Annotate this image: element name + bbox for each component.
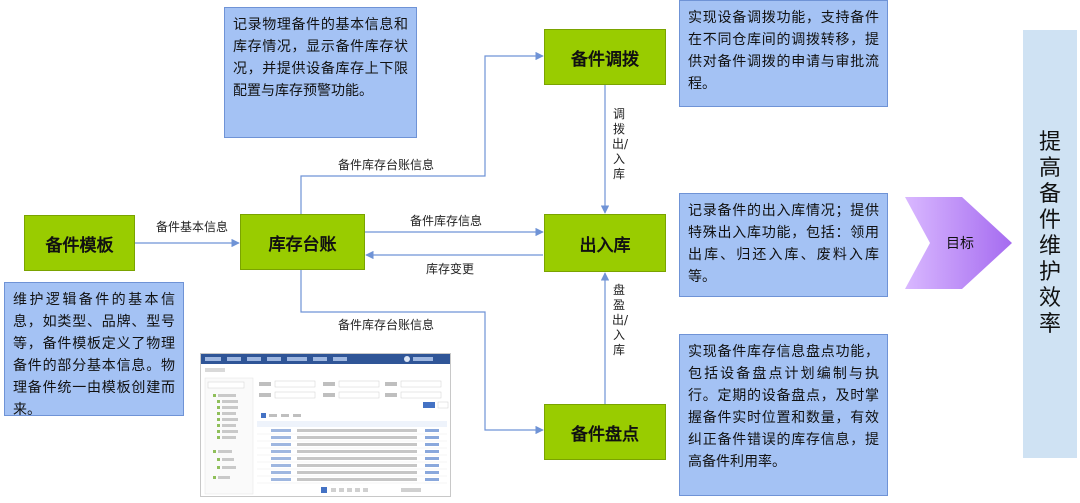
note-inout-description: 记录备件的出入库情况；提供特殊出入库功能，包括：领用出库、归还入库、废料入库等。: [679, 193, 888, 297]
note-template-description: 维护逻辑备件的基本信息，如类型、品牌、型号等，备件模板定义了物理备件的部分基本信…: [4, 282, 184, 418]
edge-label-ledger-to-inout: 备件库存信息: [410, 214, 483, 228]
node-inout: 出入库: [544, 214, 666, 272]
goal-arrow-shape: [905, 197, 1012, 289]
edge-label-template-to-ledger: 备件基本信息: [156, 220, 229, 234]
note-stocktake-description: 实现备件库存信息盘点功能，包括设备盘点计划编制与执行。定期的设备盘点，及时掌握备…: [679, 334, 888, 496]
node-template: 备件模板: [24, 215, 135, 271]
edge-label-stocktake-to-inout: 盘盈出/入库: [612, 283, 629, 357]
screenshot-thumbnail: [201, 354, 450, 495]
goal-box: 提高备件维护效率: [1023, 30, 1077, 458]
edge-label-ledger-to-transfer: 备件库存台账信息: [338, 158, 435, 172]
edge-label-inout-to-ledger: 库存变更: [426, 262, 475, 276]
note-transfer-description: 实现设备调拨功能，支持备件在不同仓库间的调拨转移，提供对备件调拨的申请与审批流程…: [679, 0, 888, 107]
goal-arrow-label: 目标: [946, 236, 974, 252]
node-ledger: 库存台账: [240, 214, 365, 270]
note-ledger-description: 记录物理备件的基本信息和库存情况，显示备件库存状况，并提供设备库存上下限配置与库…: [224, 7, 417, 138]
node-transfer: 备件调拨: [544, 29, 666, 85]
embedded-app-screenshot: [200, 353, 451, 497]
edge-ledger-to-stocktake: [300, 270, 544, 435]
edge-ledger-to-transfer: [300, 51, 544, 214]
edge-label-ledger-to-stocktake: 备件库存台账信息: [338, 318, 435, 332]
node-stocktake: 备件盘点: [544, 404, 666, 460]
edge-label-transfer-to-inout: 调拨出/入库: [612, 107, 629, 181]
